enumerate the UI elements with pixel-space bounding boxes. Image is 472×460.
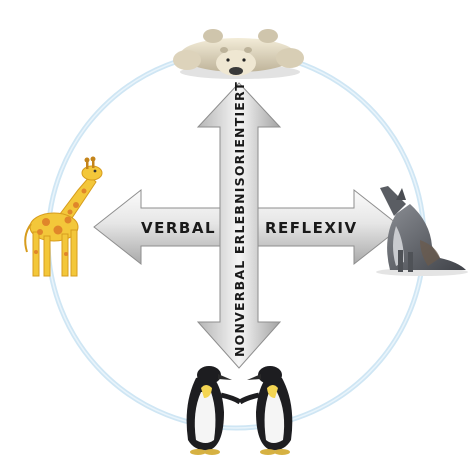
polar-bear-icon: [173, 29, 304, 79]
wolf-icon: [376, 186, 468, 276]
label-verbal: VERBAL: [141, 219, 216, 237]
giraffe-icon: [24, 156, 103, 277]
penguins-icon: [186, 366, 293, 455]
label-nonverbal-erlebnisorientiert: NONVERBAL ERLEBNISORIENTIERT: [232, 81, 247, 357]
vertical-arrow: [196, 82, 282, 369]
label-reflexiv: REFLEXIV: [265, 219, 358, 237]
